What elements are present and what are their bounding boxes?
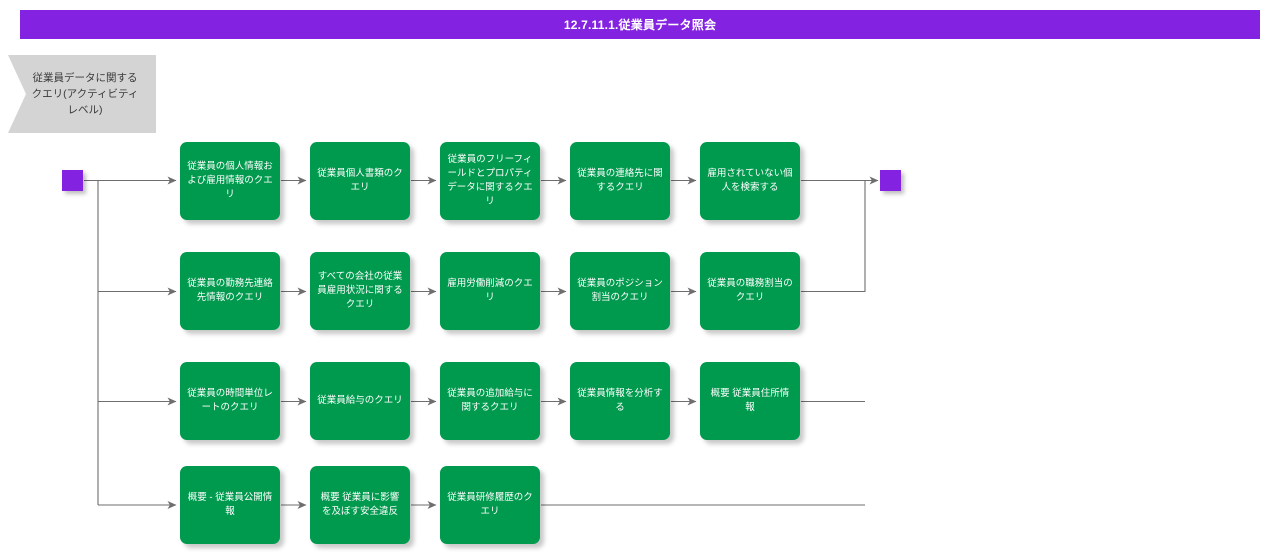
process-node-r1c5[interactable]: 雇用されていない個人を検索する	[700, 142, 800, 220]
process-node-r4c2[interactable]: 概要 従業員に影響を及ぼす安全違反	[310, 466, 410, 544]
page-title: 12.7.11.1.従業員データ照会	[563, 18, 717, 32]
process-node-r3c3[interactable]: 従業員の追加給与に関するクエリ	[440, 362, 540, 440]
process-node-label: 従業員情報を分析する	[577, 388, 663, 413]
process-node-label: 従業員の個人情報および雇用情報のクエリ	[187, 161, 273, 200]
process-node-label: すべての会社の従業員雇用状況に関するクエリ	[317, 271, 403, 310]
process-node-r2c2[interactable]: すべての会社の従業員雇用状況に関するクエリ	[310, 252, 410, 330]
process-node-r1c1[interactable]: 従業員の個人情報および雇用情報のクエリ	[180, 142, 280, 220]
process-node-label: 従業員の追加給与に関するクエリ	[447, 388, 533, 413]
process-node-label: 従業員のフリーフィールドとプロパティ データに関するクエリ	[447, 154, 533, 207]
process-node-label: 従業員の勤務先連絡先情報のクエリ	[187, 278, 273, 303]
process-node-label: 雇用労働削減のクエリ	[447, 278, 533, 303]
process-node-label: 従業員の時間単位レートのクエリ	[187, 388, 273, 413]
process-node-r2c1[interactable]: 従業員の勤務先連絡先情報のクエリ	[180, 252, 280, 330]
start-terminator[interactable]	[62, 170, 83, 191]
process-node-r2c5[interactable]: 従業員の職務割当のクエリ	[700, 252, 800, 330]
process-node-label: 従業員給与のクエリ	[317, 395, 403, 406]
process-node-label: 概要 従業員住所情報	[710, 388, 790, 413]
process-node-label: 従業員のポジション割当のクエリ	[577, 278, 663, 303]
process-node-label: 雇用されていない個人を検索する	[707, 168, 793, 193]
process-node-label: 従業員の連絡先に関するクエリ	[577, 168, 663, 193]
process-node-label: 従業員研修履歴のクエリ	[447, 492, 533, 517]
process-node-label: 従業員個人書類のクエリ	[317, 168, 403, 193]
process-node-label: 従業員の職務割当のクエリ	[707, 278, 793, 303]
header-bar: 12.7.11.1.従業員データ照会	[20, 10, 1260, 39]
process-node-r1c2[interactable]: 従業員個人書類のクエリ	[310, 142, 410, 220]
process-node-r4c3[interactable]: 従業員研修履歴のクエリ	[440, 466, 540, 544]
process-node-r4c1[interactable]: 概要 - 従業員公開情報	[180, 466, 280, 544]
process-node-r3c2[interactable]: 従業員給与のクエリ	[310, 362, 410, 440]
process-node-r1c4[interactable]: 従業員の連絡先に関するクエリ	[570, 142, 670, 220]
process-node-r2c3[interactable]: 雇用労働削減のクエリ	[440, 252, 540, 330]
process-node-label: 概要 従業員に影響を及ぼす安全違反	[320, 492, 400, 517]
wire-start-trunk	[84, 179, 99, 505]
process-node-r3c5[interactable]: 概要 従業員住所情報	[700, 362, 800, 440]
process-node-r1c3[interactable]: 従業員のフリーフィールドとプロパティ データに関するクエリ	[440, 142, 540, 220]
process-node-r2c4[interactable]: 従業員のポジション割当のクエリ	[570, 252, 670, 330]
activity-level-banner: 従業員データに関するクエリ(アクティビティ レベル)	[8, 55, 156, 133]
process-node-r3c1[interactable]: 従業員の時間単位レートのクエリ	[180, 362, 280, 440]
process-node-label: 概要 - 従業員公開情報	[187, 492, 273, 517]
wire-r2-collect	[801, 181, 866, 293]
process-node-r3c4[interactable]: 従業員情報を分析する	[570, 362, 670, 440]
activity-level-banner-label: 従業員データに関するクエリ(アクティビティ レベル)	[31, 72, 139, 116]
end-terminator[interactable]	[880, 170, 901, 191]
